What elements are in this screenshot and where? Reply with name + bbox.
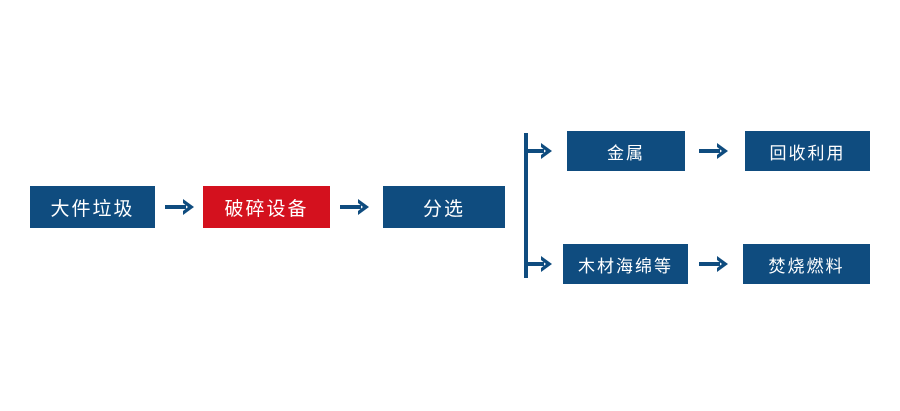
arrow-crusher-to-sorting [338,194,372,220]
node-incineration-fuel-label: 焚烧燃料 [768,256,845,276]
node-metal[interactable]: 金属 [567,131,685,171]
node-crusher-equipment-label: 破碎设备 [224,198,309,220]
arrow-wood-to-incineration [697,251,731,277]
node-sorting-label: 分选 [422,198,465,220]
node-incineration-fuel[interactable]: 焚烧燃料 [743,244,870,284]
arrow-metal-to-recycle [697,138,731,164]
node-sorting[interactable]: 分选 [383,186,505,228]
node-wood-sponge-label: 木材海绵等 [578,256,673,276]
node-bulky-waste[interactable]: 大件垃圾 [30,186,155,228]
node-metal-label: 金属 [607,143,645,163]
node-recycle-use[interactable]: 回收利用 [745,131,870,171]
node-wood-sponge[interactable]: 木材海绵等 [563,244,688,284]
arrow-bulky-waste-to-crusher [163,194,197,220]
node-crusher-equipment[interactable]: 破碎设备 [203,186,330,228]
node-bulky-waste-label: 大件垃圾 [50,198,135,220]
node-recycle-use-label: 回收利用 [769,143,846,163]
branch-split-bracket [520,128,568,283]
